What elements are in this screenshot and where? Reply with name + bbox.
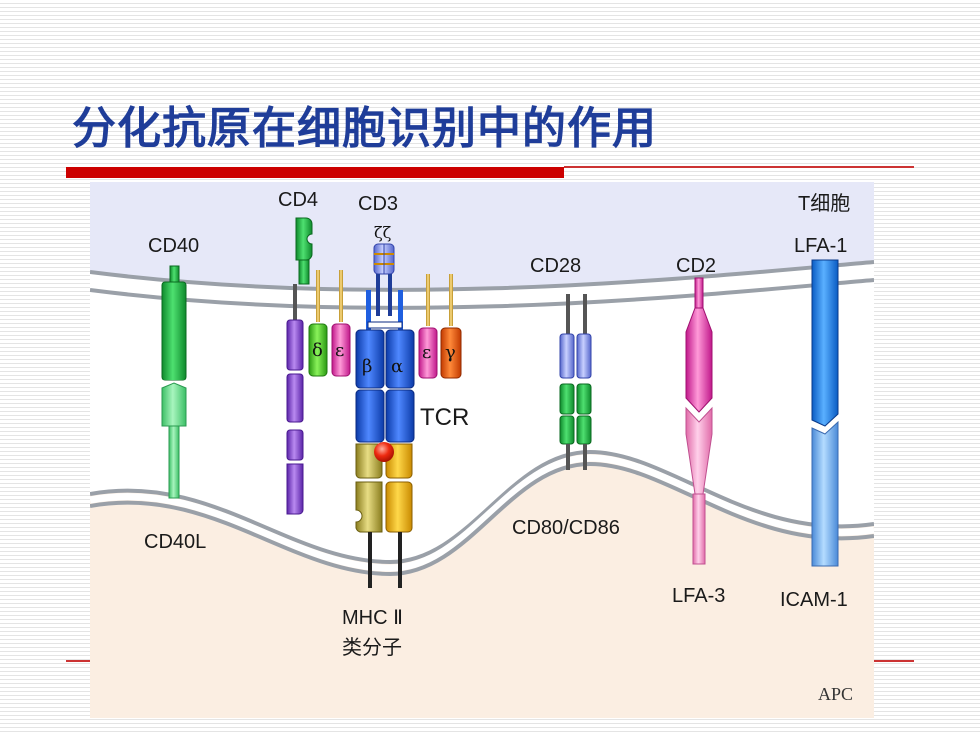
mhc-label-line2: 类分子 [342,636,402,659]
cd40-molecule [161,265,187,381]
cd3-delta-chain [308,270,328,377]
footer-rule-left [66,660,90,662]
cd28-label: CD28 [530,255,581,277]
apc-label: APC [818,684,853,704]
tcr-label: TCR [420,404,469,431]
cd4-label: CD4 [278,189,318,211]
tcr-beta-chain [355,290,385,443]
apc-region [90,452,874,718]
lfa3-label: LFA-3 [672,585,725,607]
t-cell-region [90,182,874,290]
epsilon-left-label: ε [335,340,344,361]
lfa1-molecule [811,259,839,427]
cd3-gamma-chain [440,274,462,379]
gamma-label: γ [445,342,456,363]
zeta-squiggle: ζζ [374,223,392,242]
lfa1-label: LFA-1 [794,235,847,257]
cell-recognition-diagram: CD4 CD3 ζζ CD40 CD28 CD2 T细胞 LFA-1 δ ε β… [90,182,874,718]
cd40l-label: CD40L [144,531,206,553]
footer-rule-right [874,660,914,662]
cd80-cd86-label: CD80/CD86 [512,517,620,539]
cd3-epsilon-right-chain [418,274,438,379]
cd40-label: CD40 [148,235,199,257]
apc-membrane [90,449,874,577]
tcr-cd3-link [367,321,403,329]
delta-label: δ [312,340,323,361]
cd40l-molecule [161,382,187,499]
slide-title: 分化抗原在细胞识别中的作用 [72,103,657,154]
cd28-molecule [559,294,592,379]
cd4-molecule [286,217,313,515]
cd2-label: CD2 [676,255,716,277]
t-cell-membrane [90,260,874,310]
tcr-alpha-chain [385,290,415,443]
icam1-label: ICAM-1 [780,589,848,611]
mhc-ii-alpha-chain [385,443,413,588]
cd3-epsilon-left-chain [331,270,351,377]
t-cell-label: T细胞 [798,192,850,215]
beta-label: β [362,356,372,377]
title-underline-thin [564,166,914,168]
title-underline-red [66,167,564,178]
cd3-zeta-chains [373,243,395,316]
lfa3-molecule [685,406,713,565]
cd3-label: CD3 [358,193,398,215]
epsilon-right-label: ε [422,342,431,363]
mhc-label-line1: MHC Ⅱ [342,607,403,629]
alpha-label: α [391,356,403,377]
cd2-molecule [685,277,713,413]
cd80-cd86-molecule [559,383,592,470]
icam1-molecule [811,420,839,567]
antigen-peptide [374,442,394,462]
